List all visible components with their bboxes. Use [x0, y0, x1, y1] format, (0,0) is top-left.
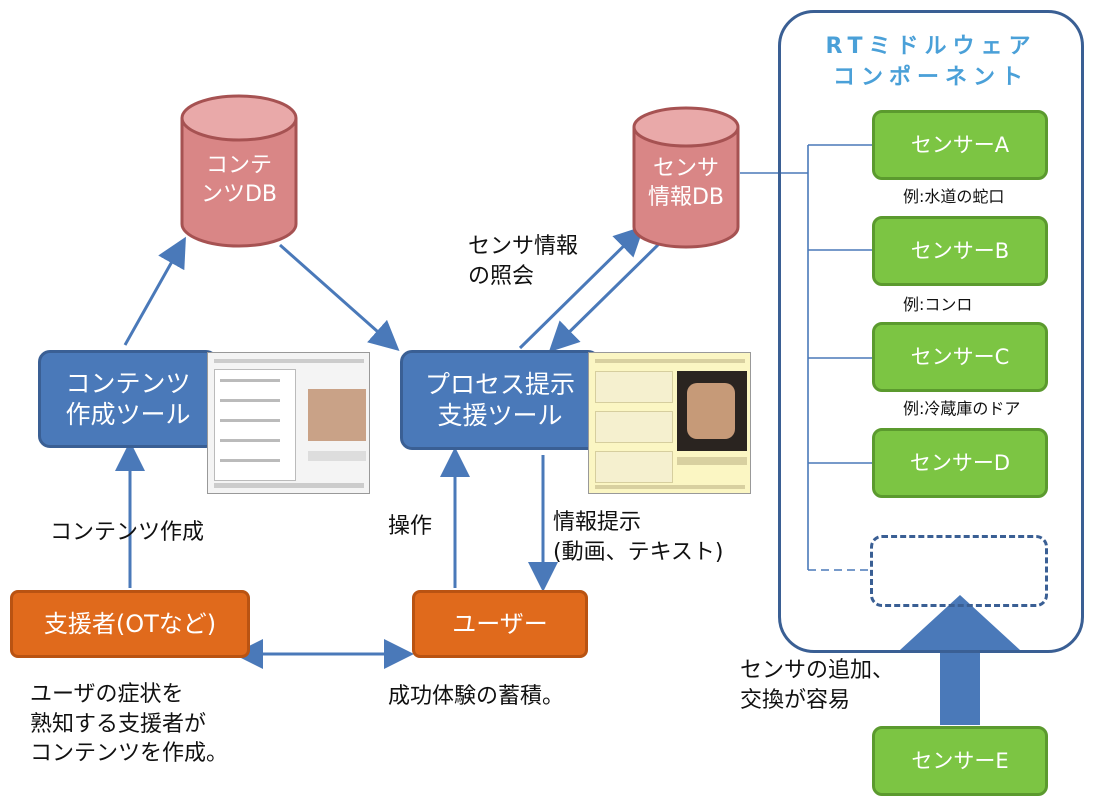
sensor-e-label: センサーE — [911, 748, 1009, 773]
sensor-empty-slot — [870, 535, 1048, 607]
content-tool-line2: 作成ツール — [65, 400, 191, 429]
sensor-d-box: センサーD — [872, 428, 1048, 498]
supporter-note-line2: 熟知する支援者が — [30, 711, 207, 737]
sensor-b-example: 例:コンロ — [903, 295, 973, 314]
content-tool-line1: コンテンツ — [65, 368, 191, 398]
sensor-a-example: 例:水道の蛇口 — [903, 187, 1005, 206]
rtm-title-line1: RTミドルウェア — [825, 34, 1037, 59]
process-tool-line1: プロセス提示 — [424, 369, 575, 399]
sensor-add-line2: 交換が容易 — [740, 687, 851, 713]
sensor-a-label: センサーA — [910, 132, 1010, 157]
info-present-label: 情報提示 (動画、テキスト) — [553, 508, 724, 567]
info-present-line1: 情報提示 — [553, 510, 642, 535]
sensor-add-arrow — [900, 595, 1020, 725]
arrow-tool-to-content-db — [123, 236, 186, 346]
user-label: ユーザー — [452, 610, 548, 638]
supporter-note: ユーザの症状を 熟知する支援者が コンテンツを作成。 — [30, 680, 228, 769]
sensor-e-box: センサーE — [872, 726, 1048, 796]
content-db-line1: コンテ — [205, 153, 272, 178]
sensor-db-label: センサ 情報DB — [630, 155, 742, 212]
content-db-line2: ンツDB — [200, 181, 278, 207]
sensor-db-line1: センサ — [652, 156, 719, 181]
sensor-add-line1: センサの追加、 — [740, 658, 895, 683]
content-create-label: コンテンツ作成 — [50, 520, 205, 545]
sensor-a-box: センサーA — [872, 110, 1048, 180]
user-box: ユーザー — [412, 590, 588, 658]
content-db-cylinder — [180, 94, 298, 248]
supporter-note-line3: コンテンツを作成。 — [30, 741, 229, 767]
user-note: 成功体験の蓄積。 — [388, 684, 565, 709]
sensor-db-cylinder — [632, 106, 740, 249]
sensor-query-line1: センサ情報 — [468, 234, 579, 259]
arrow-sensor-db-to-process-tool — [548, 236, 667, 353]
sensor-c-label: センサーC — [910, 344, 1010, 369]
sensor-add-label: センサの追加、 交換が容易 — [740, 656, 894, 715]
sensor-b-label: センサーB — [910, 238, 1010, 263]
sensor-db-line2: 情報DB — [647, 184, 725, 210]
supporter-note-line1: ユーザの症状を — [30, 682, 184, 707]
arrow-content-db-to-process-tool — [279, 243, 400, 351]
rtm-component-panel — [778, 10, 1084, 653]
sensor-b-box: センサーB — [872, 216, 1048, 286]
sensor-query-label: センサ情報 の照会 — [468, 232, 578, 291]
content-creation-tool-box: コンテンツ 作成ツール — [38, 350, 218, 448]
content-tool-screenshot — [207, 352, 370, 494]
process-support-tool-box: プロセス提示 支援ツール — [400, 350, 600, 450]
sensor-c-example: 例:冷蔵庫のドア — [903, 399, 1021, 418]
rtm-title-line2: コンポーネント — [832, 64, 1029, 90]
info-present-line2: (動画、テキスト) — [553, 539, 724, 565]
process-tool-line2: 支援ツール — [437, 401, 563, 430]
sensor-d-label: センサーD — [909, 450, 1011, 475]
sensor-c-box: センサーC — [872, 322, 1048, 392]
arrow-query-to-sensor-db — [518, 225, 645, 350]
sensor-query-line2: の照会 — [468, 263, 535, 289]
rtm-panel-title: RTミドルウェア コンポーネント — [778, 32, 1084, 94]
process-tool-screenshot — [588, 352, 751, 494]
content-db-label: コンテ ンツDB — [178, 152, 300, 209]
content-tool-video-preview — [308, 389, 366, 441]
operation-label: 操作 — [388, 514, 433, 539]
supporter-box: 支援者(OTなど) — [10, 590, 250, 658]
supporter-label: 支援者(OTなど) — [43, 610, 217, 638]
